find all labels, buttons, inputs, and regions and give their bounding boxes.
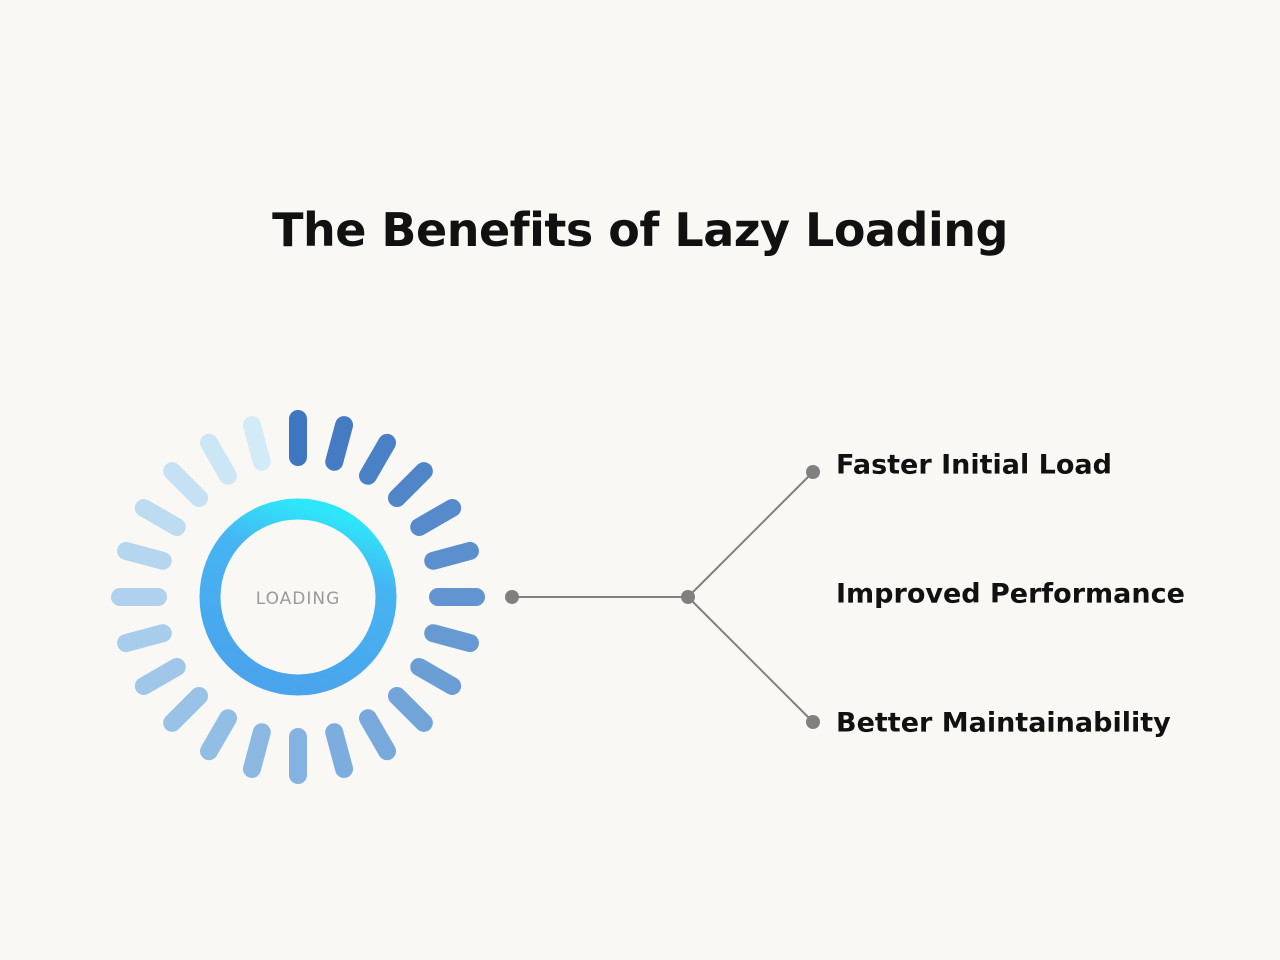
- spinner-tick: [359, 433, 396, 485]
- connector-branch-3: [687, 596, 814, 723]
- spinner-tick: [200, 709, 237, 761]
- spinner-tick: [242, 723, 271, 778]
- connector-dot-1: [806, 465, 820, 479]
- spinner-tick: [387, 462, 433, 508]
- spinner-tick: [387, 686, 433, 732]
- connector-dot-start: [505, 590, 519, 604]
- loading-ring: [199, 498, 397, 696]
- loading-spinner-ticks: [111, 410, 485, 784]
- spinner-tick: [410, 658, 462, 695]
- spinner-tick: [117, 624, 172, 653]
- spinner-tick: [117, 541, 172, 570]
- spinner-tick: [424, 541, 479, 570]
- spinner-tick: [200, 433, 237, 485]
- spinner-tick: [134, 499, 186, 536]
- spinner-tick: [325, 416, 354, 471]
- spinner-tick: [424, 624, 479, 653]
- spinner-tick: [359, 709, 396, 761]
- spinner-tick: [163, 462, 209, 508]
- benefit-better-maintainability: Better Maintainability: [836, 707, 1171, 739]
- connector-dot-junction: [681, 590, 695, 604]
- page-title: The Benefits of Lazy Loading: [272, 202, 1008, 257]
- connector-dot-3: [806, 715, 820, 729]
- benefit-improved-performance: Improved Performance: [836, 578, 1185, 610]
- spinner-tick: [163, 686, 209, 732]
- spinner-tick: [134, 658, 186, 695]
- benefit-faster-initial-load: Faster Initial Load: [836, 449, 1112, 481]
- connector: [512, 471, 814, 723]
- connector-branch-1: [687, 471, 814, 598]
- loading-text: LOADING: [256, 589, 341, 609]
- spinner-tick: [410, 499, 462, 536]
- spinner-tick: [325, 723, 354, 778]
- spinner-tick: [242, 416, 271, 471]
